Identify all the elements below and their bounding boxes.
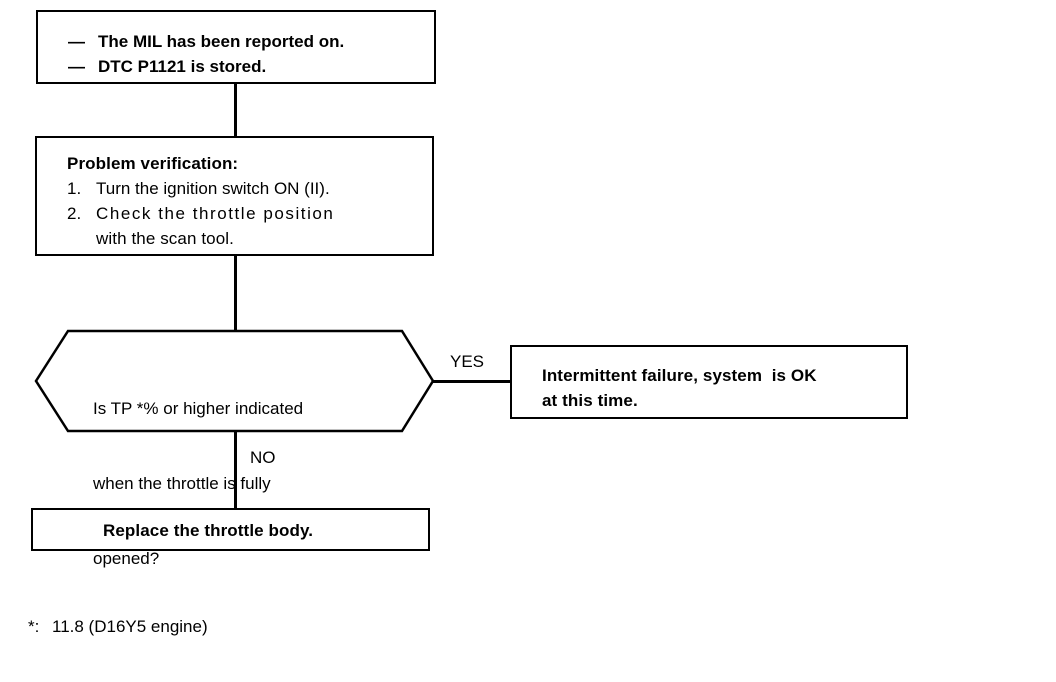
no-branch-label: NO	[250, 448, 276, 467]
decision-line-2: when the throttle is fully	[93, 474, 271, 493]
connector-yes-branch	[432, 380, 512, 383]
verification-heading: Problem verification:	[67, 154, 239, 173]
footnote-asterisk-marker: *:	[28, 617, 40, 636]
connector-symptom-to-verify	[234, 83, 237, 137]
verification-step-2: 2. Check the throttle position	[67, 201, 334, 226]
em-dash-icon: —	[68, 57, 85, 76]
connector-verify-to-decision	[234, 255, 237, 331]
connector-no-branch	[234, 430, 237, 509]
footnote: *: 11.8 (D16Y5 engine) 12.9 (D16Y7 engin…	[28, 566, 209, 682]
footnote-row-1-text: 11.8 (D16Y5 engine)	[52, 617, 208, 636]
verification-box: Problem verification: 1. Turn the igniti…	[35, 136, 434, 256]
symptom-line-1: — The MIL has been reported on.	[68, 29, 344, 54]
decision-line-3: opened?	[93, 549, 160, 568]
verification-step-1: 1. Turn the ignition switch ON (II).	[67, 176, 330, 201]
step-1-number: 1.	[67, 179, 82, 198]
intermittent-failure-box: Intermittent failure, system is OK at th…	[510, 345, 908, 419]
yes-branch-label: YES	[450, 352, 485, 371]
symptom-line-2-text: DTC P1121 is stored.	[98, 57, 267, 76]
footnote-row-1: *: 11.8 (D16Y5 engine)	[28, 615, 209, 640]
decision-line-1: Is TP *% or higher indicated	[93, 399, 304, 418]
symptom-line-2: — DTC P1121 is stored.	[68, 54, 266, 79]
decision-hexagon: Is TP *% or higher indicated when the th…	[34, 329, 435, 568]
step-2-continuation: with the scan tool.	[96, 229, 234, 248]
intermittent-line-2: at this time.	[542, 391, 638, 410]
replace-throttle-body-box: Replace the throttle body.	[31, 508, 430, 551]
step-2-number: 2.	[67, 204, 82, 223]
symptom-line-1-text: The MIL has been reported on.	[98, 32, 345, 51]
symptom-box: — The MIL has been reported on. — DTC P1…	[36, 10, 436, 84]
intermittent-line-1: Intermittent failure, system is OK	[542, 366, 817, 385]
step-2-text: Check the throttle position	[96, 204, 335, 223]
em-dash-icon: —	[68, 32, 85, 51]
decision-question: Is TP *% or higher indicated when the th…	[93, 346, 303, 621]
step-1-text: Turn the ignition switch ON (II).	[96, 179, 330, 198]
replace-box-text: Replace the throttle body.	[103, 521, 314, 540]
